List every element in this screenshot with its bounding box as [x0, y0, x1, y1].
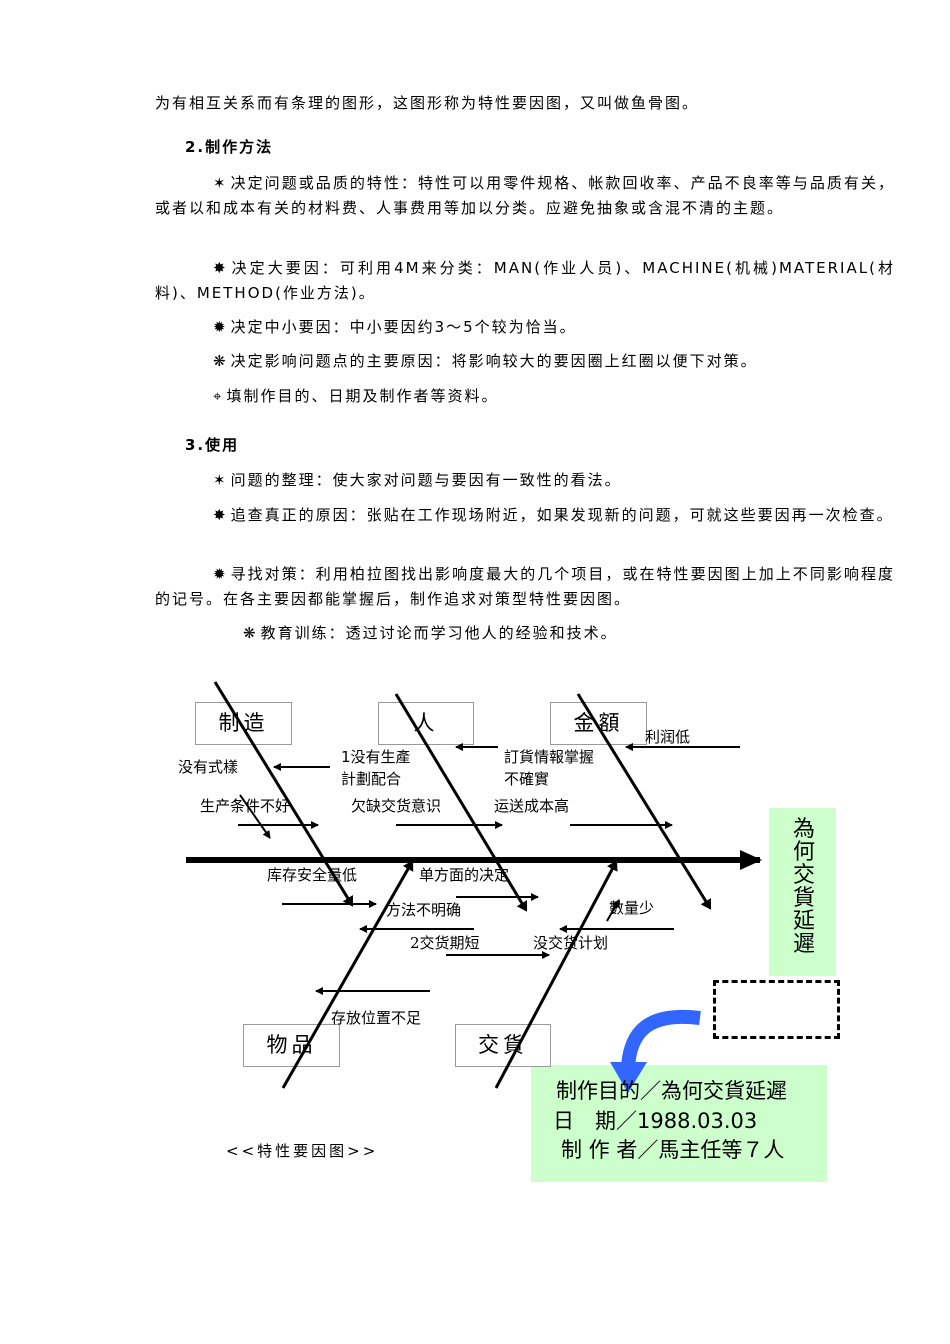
label-short-lead: 2交货期短 [410, 933, 480, 953]
label-plan-line1: 1没有生產 [341, 747, 411, 767]
method-item-1: ✶决定问题或品质的特性：特性可以用零件规格、帐款回收率、产品不良率等与品质有关，… [155, 171, 895, 221]
arrow-qty-diag [606, 899, 620, 922]
label-one-sided: 单方面的决定 [419, 866, 510, 884]
category-people: 人 [378, 702, 474, 745]
usage-item-3-text: 寻找对策：利用柏拉图找出影响度最大的几个项目，或在特性要因图上加上不同影响程度的… [155, 565, 895, 608]
method-item-4: ❋决定影响问题点的主要原因：将影响较大的要因圈上红圈以便下对策。 [155, 349, 895, 374]
label-order-line1: 訂貨情報掌握 [504, 748, 595, 766]
star-bullet-icon: ✸ [213, 506, 228, 524]
label-qty-small: 數量少 [609, 899, 655, 917]
label-no-style: 没有式樣 [178, 758, 239, 776]
info-date: 日 期／1988.03.03 [553, 1109, 758, 1133]
dashed-box [713, 980, 840, 1039]
category-delivery: 交貨 [455, 1024, 551, 1067]
usage-item-4: ❋教育训练：透过讨论而学习他人的经验和技术。 [243, 621, 843, 646]
usage-item-4-text: 教育训练：透过讨论而学习他人的经验和技术。 [260, 624, 618, 642]
method-item-3-text: 决定中小要因：中小要因约3～5个较为恰当。 [230, 318, 577, 336]
info-author: 制 作 者／馬主任等７人 [561, 1138, 785, 1162]
usage-item-2: ✸追查真正的原因：张贴在工作现场附近，如果发现新的问题，可就这些要因再一次检查。 [155, 503, 895, 528]
flower-bullet-icon: ✹ [213, 565, 228, 583]
usage-item-2-text: 追查真正的原因：张贴在工作现场附近，如果发现新的问题，可就这些要因再一次检查。 [230, 506, 894, 524]
category-money: 金額 [550, 702, 647, 745]
label-stock-low: 库存安全量低 [267, 866, 358, 884]
diagram-caption: <<特性要因图>> [226, 1142, 379, 1160]
section-2-heading: 2.制作方法 [185, 138, 274, 156]
effect-box [769, 808, 836, 976]
usage-item-3: ✹寻找对策：利用柏拉图找出影响度最大的几个项目，或在特性要因图上加上不同影响程度… [155, 562, 895, 612]
usage-item-1-text: 问题的整理：使大家对问题与要因有一致性的看法。 [230, 471, 622, 489]
effect-label: 為何交貨延遲 [792, 817, 815, 957]
usage-item-1: ✶问题的整理：使大家对问题与要因有一致性的看法。 [155, 468, 895, 493]
label-storage: 存放位置不足 [331, 1009, 422, 1027]
arrow-style-diag [239, 794, 271, 839]
label-plan-line1-text: 1没有生產 [341, 748, 411, 766]
star-bullet-icon: ✶ [213, 174, 228, 192]
method-item-2-text: 决定大要因：可利用4M来分类：MAN(作业人员)、MACHINE(机械)MATE… [155, 259, 895, 302]
info-purpose: 制作目的／為何交貨延遲 [556, 1079, 787, 1103]
label-order-line2: 不確實 [504, 770, 550, 788]
snowflake-bullet-icon: ❋ [243, 624, 258, 642]
crosshair-bullet-icon: ⌖ [213, 387, 224, 405]
bone-people [394, 693, 528, 912]
star-bullet-icon: ✶ [213, 471, 228, 489]
snowflake-bullet-icon: ❋ [213, 352, 228, 370]
bone-manufacturing [213, 681, 354, 907]
method-item-2: ✸决定大要因：可利用4M来分类：MAN(作业人员)、MACHINE(机械)MAT… [155, 256, 895, 306]
label-no-plan: 没交货计划 [533, 934, 609, 952]
method-item-1-text: 决定问题或品质的特性：特性可以用零件规格、帐款回收率、产品不良率等与品质有关，或… [155, 174, 895, 217]
label-method-unclear: 方法不明确 [386, 901, 462, 919]
label-short-lead-num: 2 [410, 934, 420, 952]
curved-arrow-head [610, 1062, 647, 1093]
intro-paragraph: 为有相互关系而有条理的图形，这图形称为特性要因图，又叫做鱼骨图。 [155, 94, 700, 112]
label-prod-cond: 生产条件不好 [200, 797, 291, 815]
category-goods: 物品 [243, 1024, 340, 1067]
bone-goods [281, 860, 414, 1089]
flower-bullet-icon: ✹ [213, 318, 228, 336]
method-item-5: ⌖填制作目的、日期及制作者等资料。 [155, 384, 895, 409]
category-manufacturing: 制造 [195, 702, 292, 745]
label-awareness: 欠缺交货意识 [351, 797, 442, 815]
section-3-heading: 3.使用 [185, 436, 240, 454]
method-item-5-text: 填制作目的、日期及制作者等资料。 [226, 387, 499, 405]
bone-money [576, 693, 712, 910]
star-bullet-icon: ✸ [213, 259, 228, 277]
label-profit-low: 利润低 [645, 728, 691, 746]
label-plan-line2: 計劃配合 [341, 770, 402, 788]
method-item-3: ✹决定中小要因：中小要因约3～5个较为恰当。 [155, 315, 895, 340]
curved-arrow [621, 1009, 701, 1069]
bone-delivery [494, 860, 618, 1089]
method-item-4-text: 决定影响问题点的主要原因：将影响较大的要因圈上红圈以便下对策。 [230, 352, 758, 370]
label-short-lead-text: 交货期短 [419, 934, 480, 952]
label-ship-cost: 运送成本高 [494, 797, 570, 815]
info-box [531, 1065, 827, 1182]
